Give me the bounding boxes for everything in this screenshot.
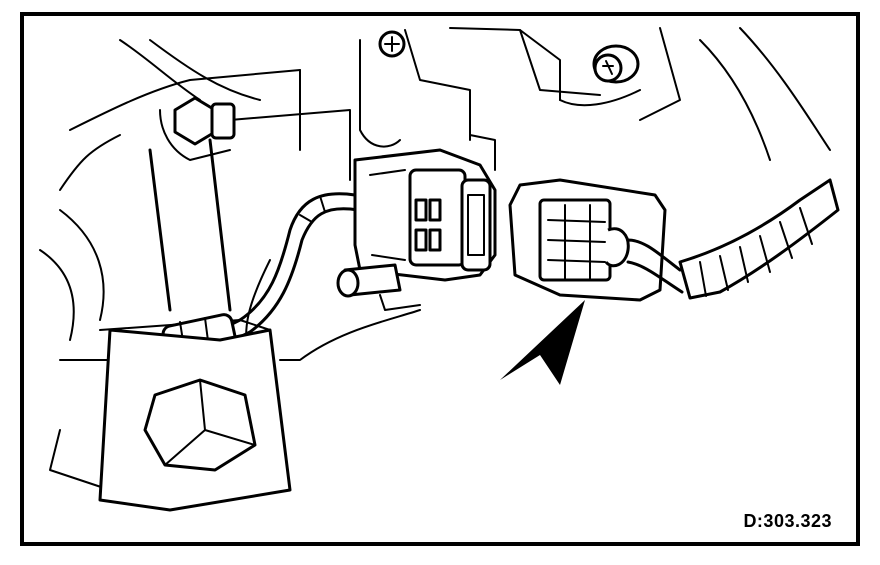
- large-hex-bolt: [143, 378, 257, 472]
- bracket-arm: [148, 138, 232, 312]
- figure-reference-code: D:303.323: [743, 511, 832, 531]
- connector-female-half: [508, 178, 667, 302]
- top-bolt-left: [378, 30, 406, 58]
- right-wire-harness: [626, 178, 840, 300]
- connector-male-half: [353, 134, 497, 282]
- figure-border: [20, 12, 860, 546]
- sensor-nipple: [336, 263, 421, 311]
- top-bolt-right: [592, 44, 640, 84]
- indicator-arrow: [500, 300, 585, 385]
- bracket-bolt-upper: [159, 96, 236, 161]
